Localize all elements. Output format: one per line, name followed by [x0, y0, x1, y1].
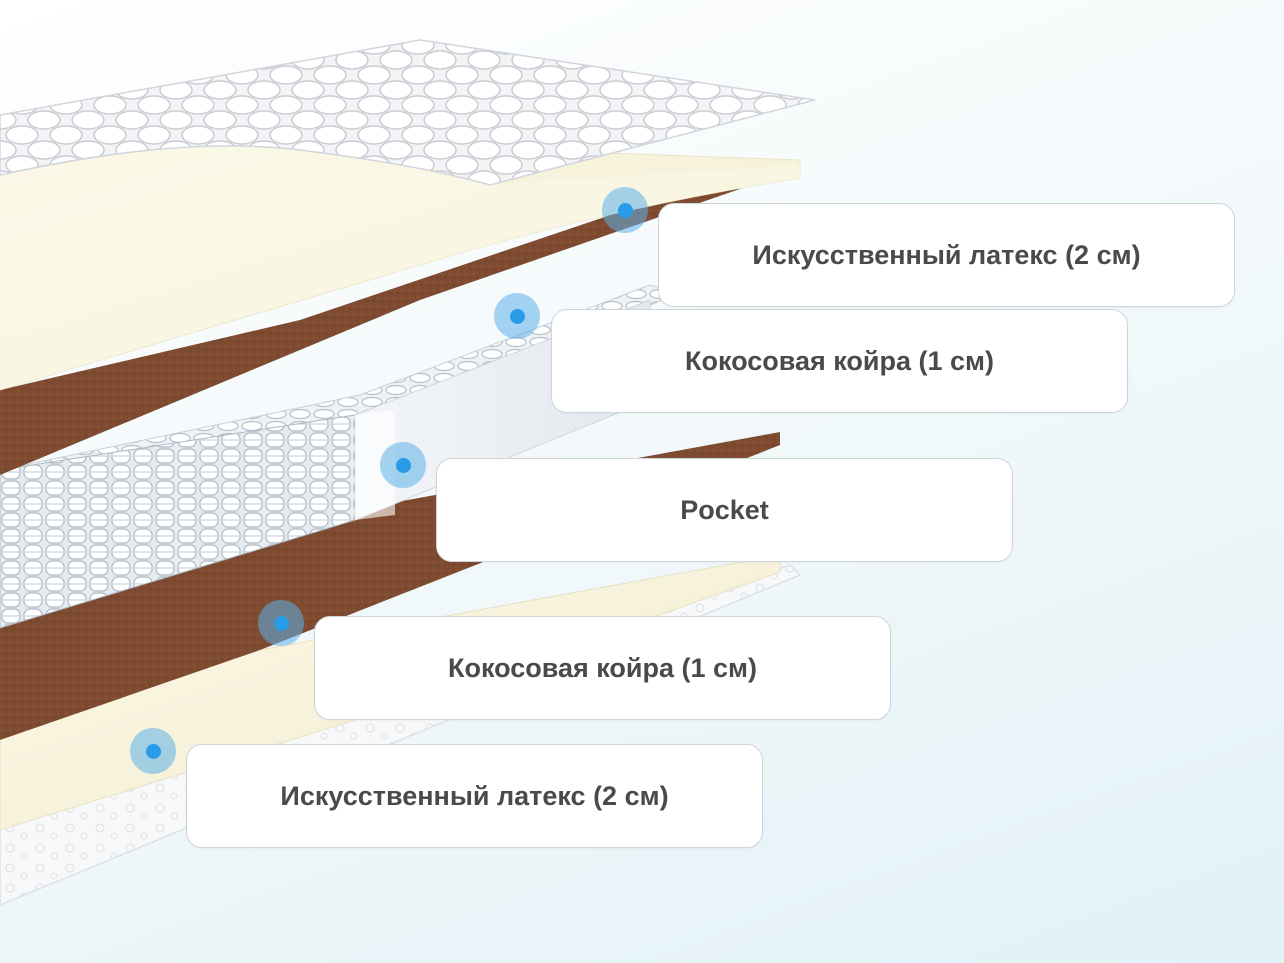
info-dot-icon[interactable] [602, 187, 648, 233]
info-dot-icon[interactable] [258, 600, 304, 646]
info-dot-icon[interactable] [130, 728, 176, 774]
marker-dot [509, 308, 525, 324]
marker-dot [273, 615, 289, 631]
layer-label-top-latex[interactable]: Искусственный латекс (2 см) [658, 203, 1235, 307]
marker-dot [145, 743, 161, 759]
layer-label-bottom-coir[interactable]: Кокосовая койра (1 см) [314, 616, 891, 720]
info-dot-icon[interactable] [494, 293, 540, 339]
top-cover-layer [0, 39, 816, 186]
layer-label-pocket[interactable]: Pocket [436, 458, 1013, 562]
top-coir-layer [0, 168, 760, 475]
marker-dot [395, 457, 411, 473]
info-dot-icon[interactable] [380, 442, 426, 488]
top-latex-layer [0, 139, 801, 391]
layer-label-top-coir[interactable]: Кокосовая койра (1 см) [551, 309, 1128, 413]
layer-label-bottom-latex[interactable]: Искусственный латекс (2 см) [186, 744, 763, 848]
marker-dot [617, 202, 633, 218]
